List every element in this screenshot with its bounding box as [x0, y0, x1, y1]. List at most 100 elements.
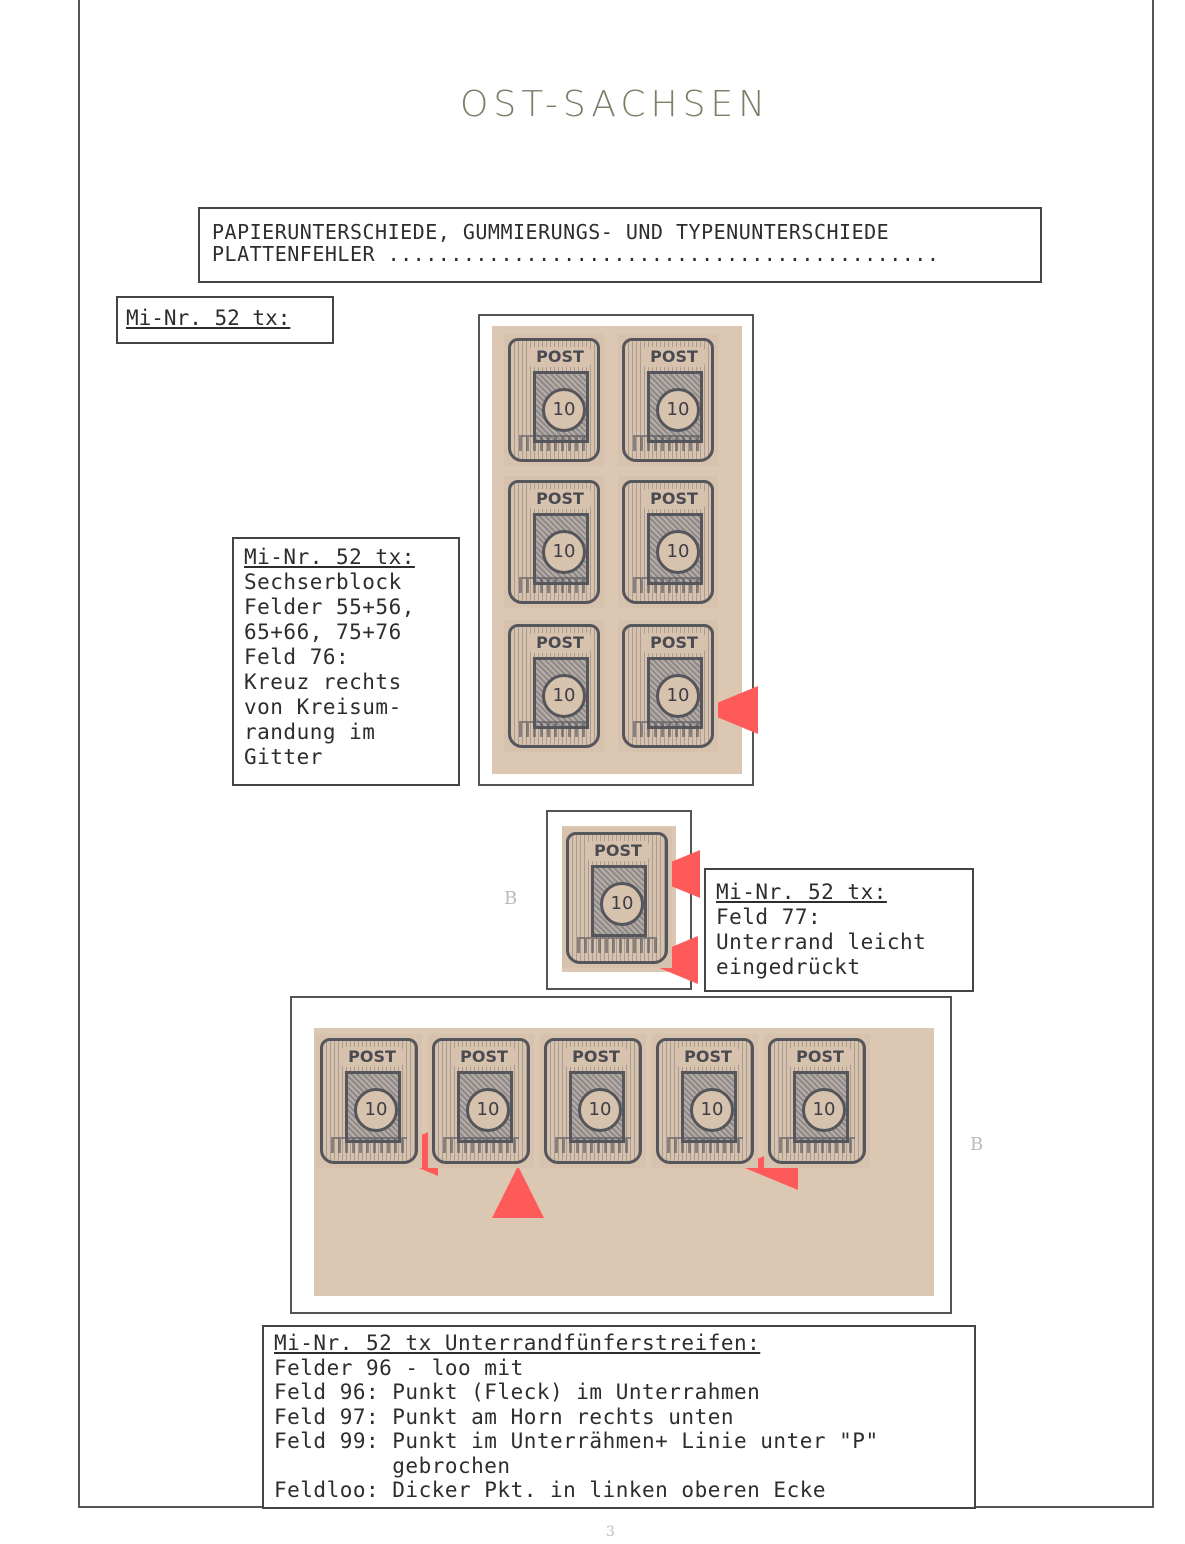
section-header: PAPIERUNTERSCHIEDE, GUMMIERUNGS- UND TYP… — [198, 207, 1042, 283]
stamp-post-text: POST — [643, 347, 705, 367]
stamp-value: 10 — [690, 1088, 734, 1132]
stamp-ornament — [633, 435, 703, 451]
single-heading: Mi-Nr. 52 tx: — [716, 880, 887, 904]
stamp-post-text: POST — [529, 489, 591, 509]
header-line-2: PLATTENFEHLER ..........................… — [212, 242, 940, 266]
stamp-center: 10 — [681, 1071, 737, 1143]
stamp-value: 10 — [578, 1088, 622, 1132]
stamp-frame: POST 10 — [508, 480, 600, 604]
stamp-center: 10 — [647, 371, 703, 443]
pencil-mark-strip: B — [970, 1134, 984, 1155]
block-line: Gitter — [244, 745, 323, 769]
stamp-value: 10 — [466, 1088, 510, 1132]
stamp-center: 10 — [533, 371, 589, 443]
arrow-up-icon — [492, 1166, 544, 1218]
stamp: POST 10 — [428, 1034, 534, 1168]
catalog-number: Mi-Nr. 52 tx: — [126, 306, 291, 330]
strip-line: Feld 96: Punkt (Fleck) im Unterrahmen — [274, 1380, 761, 1404]
header-line-1: PAPIERUNTERSCHIEDE, GUMMIERUNGS- UND TYP… — [212, 220, 890, 244]
stamp-center: 10 — [533, 513, 589, 585]
stamp-value: 10 — [542, 674, 586, 718]
block-line: Kreuz rechts — [244, 670, 402, 694]
stamp-ornament — [519, 435, 589, 451]
strip-line: Felder 96 - loo mit — [274, 1355, 524, 1380]
block-description: Mi-Nr. 52 tx: Sechserblock Felder 55+56,… — [232, 537, 460, 786]
stamp-frame: POST 10 — [508, 624, 600, 748]
block-line: 65+66, 75+76 — [244, 620, 402, 644]
stamp-ornament — [519, 577, 589, 593]
block-line: randung im — [244, 720, 376, 744]
stamp-value: 10 — [542, 530, 586, 574]
stamp-value: 10 — [656, 674, 700, 718]
stamp: POST 10 — [504, 620, 604, 752]
stamp: POST 10 — [618, 334, 718, 466]
stamp: POST 10 — [562, 828, 672, 968]
stamp-ornament — [577, 937, 657, 953]
stamp-value: 10 — [600, 882, 644, 926]
stamp-frame: POST 10 — [508, 338, 600, 462]
stamp: POST 10 — [504, 334, 604, 466]
stamp-center: 10 — [533, 657, 589, 729]
stamp-value: 10 — [656, 530, 700, 574]
pencil-mark-single: B — [504, 888, 518, 909]
single-line: eingedrückt — [716, 955, 861, 979]
stamp: POST 10 — [504, 476, 604, 608]
block-heading: Mi-Nr. 52 tx: — [244, 545, 415, 569]
single-line: Unterrand leicht — [716, 930, 927, 954]
stamp-frame: POST 10 — [566, 832, 668, 964]
strip-heading: Mi-Nr. 52 tx Unterrandfünferstreifen: — [274, 1331, 761, 1355]
block-line: Felder 55+56, — [244, 595, 415, 619]
stamp-post-text: POST — [529, 347, 591, 367]
stamp-frame: POST 10 — [622, 480, 714, 604]
stamp-frame: POST 10 — [768, 1038, 866, 1164]
stamp-center: 10 — [793, 1071, 849, 1143]
stamp-post-text: POST — [529, 633, 591, 653]
stamp: POST 10 — [764, 1034, 870, 1168]
stamp-ornament — [633, 577, 703, 593]
stamp-value: 10 — [354, 1088, 398, 1132]
stamp-value: 10 — [542, 388, 586, 432]
stamp-center: 10 — [569, 1071, 625, 1143]
stamp: POST 10 — [540, 1034, 646, 1168]
page-number: 3 — [606, 1524, 615, 1540]
catalog-label: Mi-Nr. 52 tx: — [116, 296, 334, 344]
stamp-center: 10 — [345, 1071, 401, 1143]
stamp-center: 10 — [591, 865, 647, 937]
stamp-value: 10 — [802, 1088, 846, 1132]
stamp: POST 10 — [316, 1034, 422, 1168]
stamp-ornament — [779, 1137, 855, 1153]
stamp-post-text: POST — [565, 1047, 627, 1067]
stamp-post-text: POST — [643, 489, 705, 509]
stamp-ornament — [667, 1137, 743, 1153]
stamp-post-text: POST — [789, 1047, 851, 1067]
strip-line: Feld 97: Punkt am Horn rechts unten — [274, 1404, 735, 1429]
strip-line: Feld 99: Punkt im Unterrähmen+ Linie unt… — [274, 1429, 879, 1453]
stamp-ornament — [331, 1137, 407, 1153]
stamp-center: 10 — [647, 657, 703, 729]
stamp-post-text: POST — [587, 841, 649, 861]
stamp-value: 10 — [656, 388, 700, 432]
stamp-frame: POST 10 — [622, 338, 714, 462]
stamp-post-text: POST — [677, 1047, 739, 1067]
stamp-frame: POST 10 — [544, 1038, 642, 1164]
stamp-frame: POST 10 — [320, 1038, 418, 1164]
stamp-ornament — [519, 721, 589, 737]
strip-line: gebrochen — [274, 1453, 511, 1478]
stamp-post-text: POST — [341, 1047, 403, 1067]
strip-description: Mi-Nr. 52 tx Unterrandfünferstreifen: Fe… — [262, 1325, 976, 1509]
stamp: POST 10 — [618, 476, 718, 608]
strip-line: Feldloo: Dicker Pkt. in linken oberen Ec… — [274, 1478, 827, 1502]
stamp-post-text: POST — [453, 1047, 515, 1067]
stamp-ornament — [633, 721, 703, 737]
page-title: OST-SACHSEN — [460, 84, 771, 125]
block-line: Feld 76: — [244, 645, 350, 669]
stamp-frame: POST 10 — [656, 1038, 754, 1164]
stamp-frame: POST 10 — [432, 1038, 530, 1164]
stamp-center: 10 — [647, 513, 703, 585]
stamp-center: 10 — [457, 1071, 513, 1143]
single-description: Mi-Nr. 52 tx: Feld 77: Unterrand leicht … — [704, 868, 974, 992]
single-line: Feld 77: — [716, 905, 822, 929]
block-line: Sechserblock — [244, 570, 402, 594]
